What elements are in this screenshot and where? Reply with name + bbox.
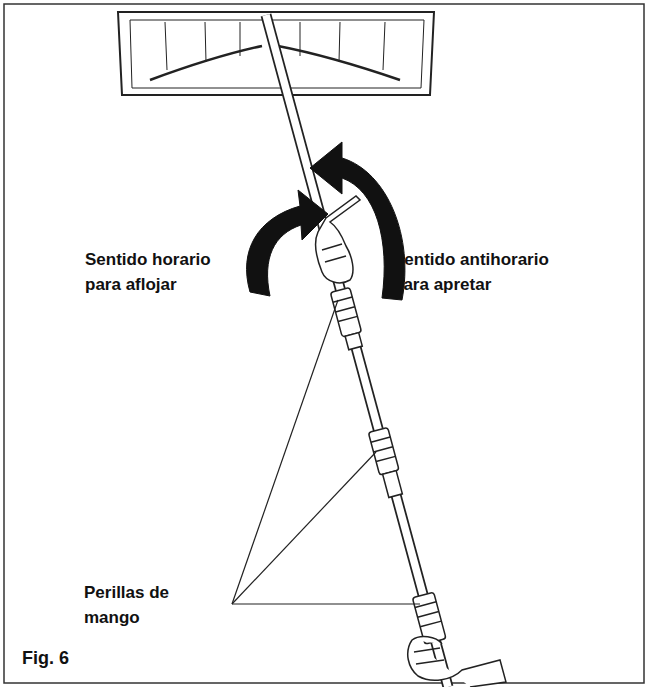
rotation-arrows — [247, 142, 405, 300]
leader-lines — [232, 300, 420, 604]
pole-outline — [266, 15, 448, 687]
knob-grip — [333, 297, 357, 321]
leader-line — [232, 603, 420, 604]
counterclockwise-arrow — [310, 142, 405, 300]
telescopic-pole — [266, 15, 448, 687]
lower-hand-fingers — [414, 648, 444, 664]
handle-knobs — [330, 287, 446, 644]
leader-line — [232, 300, 338, 604]
upper-hand-fingers — [322, 244, 346, 262]
knob-grip — [371, 437, 395, 461]
handle-knob — [368, 427, 405, 498]
hands — [315, 196, 506, 687]
knob-collar — [345, 333, 362, 350]
leader-line — [232, 452, 376, 604]
knob-collar — [383, 471, 403, 498]
figure-frame — [4, 4, 644, 683]
figure-caption: Fig. 6 — [22, 646, 69, 671]
handle-knob — [330, 287, 365, 350]
rotation-label: Sentido antihorario para apretar — [393, 247, 583, 297]
knob-body — [330, 287, 361, 337]
knob-body — [368, 427, 399, 475]
rotation-label: Sentido horario para aflojar — [85, 247, 235, 297]
knob-grip — [415, 602, 441, 627]
lower-hand — [408, 637, 506, 687]
pole-fill — [266, 15, 448, 687]
part-label: Perillas de mango — [84, 580, 194, 630]
clockwise-arrow — [247, 190, 328, 296]
